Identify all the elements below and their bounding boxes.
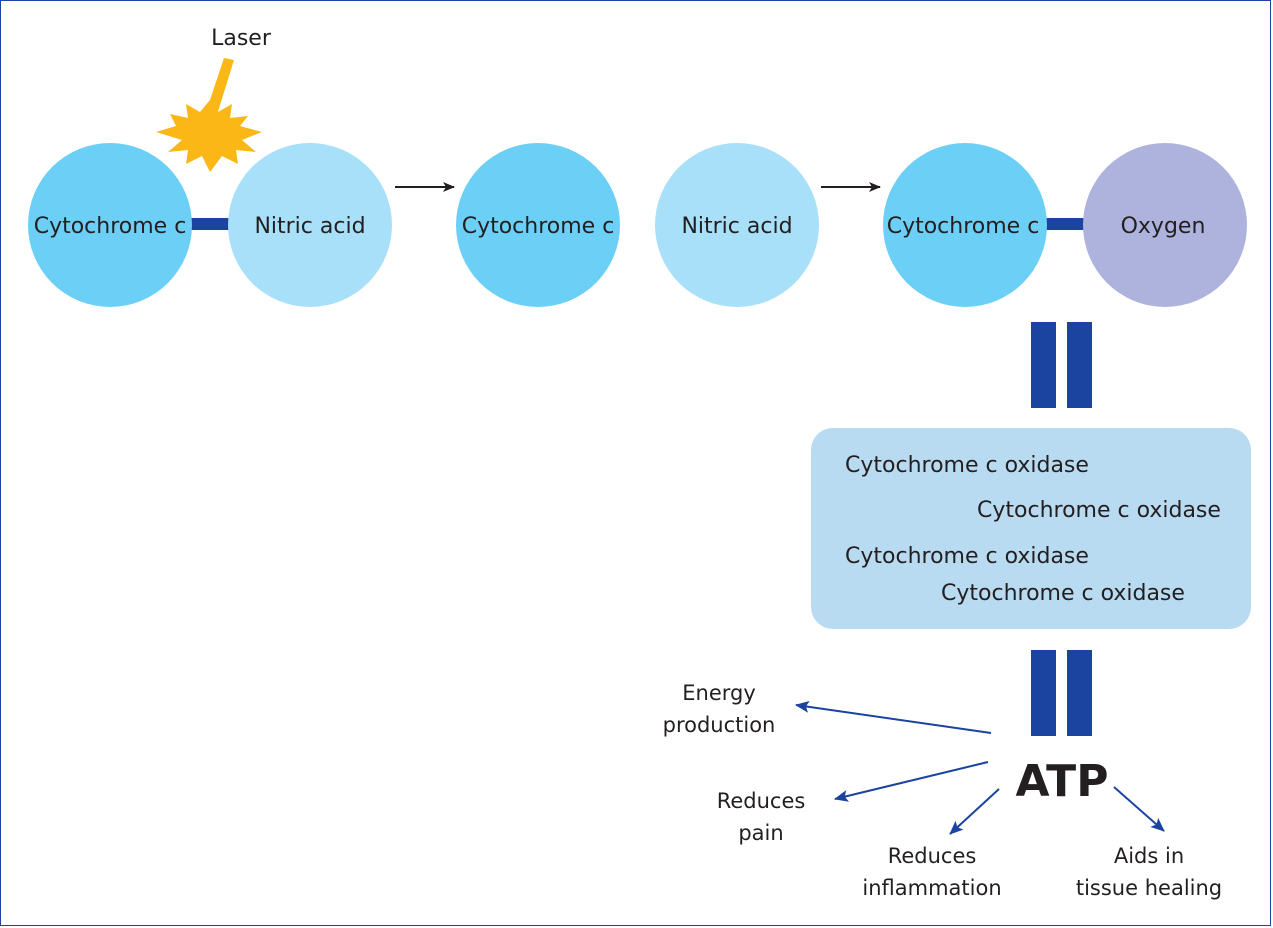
oxidase-box (811, 428, 1251, 629)
equals-bar-1b (1067, 322, 1092, 408)
molecule-cytochrome-c-2 (456, 143, 620, 307)
molecule-oxygen (1083, 143, 1247, 307)
effect-healing-line-1: Aids in (1114, 844, 1184, 868)
arrow-energy (795, 700, 992, 734)
equals-bar-2b (1067, 650, 1092, 736)
laser-label: Laser (211, 26, 272, 51)
bond-1 (180, 218, 240, 230)
molecule-cytochrome-c-1 (28, 143, 192, 307)
starburst-icon (156, 100, 262, 172)
molecule-label-5: Cytochrome c (887, 214, 1040, 239)
molecule-nitric-acid-1 (228, 143, 392, 307)
atp-label: ATP (1016, 756, 1109, 807)
effect-energy-line-1: Energy (682, 681, 756, 705)
effect-pain-line-2: pain (738, 821, 783, 845)
equals-bar-2a (1031, 650, 1056, 736)
oxidase-line-1: Cytochrome c oxidase (845, 453, 1089, 478)
oxidase-line-3: Cytochrome c oxidase (845, 544, 1089, 569)
effect-inflammation-line-2: inflammation (862, 876, 1001, 900)
molecule-label-4: Nitric acid (681, 214, 792, 239)
molecule-nitric-acid-2 (655, 143, 819, 307)
oxidase-line-4: Cytochrome c oxidase (941, 581, 1185, 606)
molecule-label-1: Cytochrome c (34, 214, 187, 239)
bond-2 (1036, 218, 1096, 230)
molecule-label-2: Nitric acid (254, 214, 365, 239)
equals-bar-1a (1031, 322, 1056, 408)
effect-inflammation-line-1: Reduces (888, 844, 977, 868)
laser-beam (205, 58, 234, 118)
arrow-inflammation (949, 788, 1000, 835)
arrow-healing (1113, 786, 1165, 832)
oxidase-line-2: Cytochrome c oxidase (977, 498, 1221, 523)
effect-energy-line-2: production (663, 713, 776, 737)
molecule-cytochrome-c-3 (883, 143, 1047, 307)
effect-pain-line-1: Reduces (717, 789, 806, 813)
molecule-label-6: Oxygen (1121, 214, 1206, 239)
effect-healing-line-2: tissue healing (1076, 876, 1222, 900)
molecule-label-3: Cytochrome c (462, 214, 615, 239)
arrow-pain (834, 761, 989, 802)
